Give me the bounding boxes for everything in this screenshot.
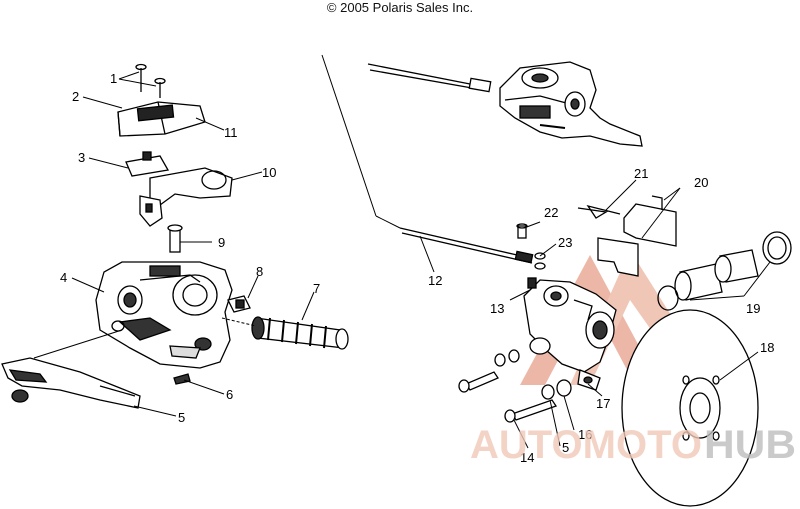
- part-14-bolts: [458, 349, 558, 423]
- part-22-bleeder: [516, 223, 528, 239]
- callout-8: 8: [256, 264, 263, 279]
- leader-lines: [33, 71, 771, 449]
- watermark-text-hub: HUB: [704, 423, 796, 467]
- handlebar-master-cylinder-assy: [499, 61, 643, 147]
- callout-12: 12: [428, 273, 442, 288]
- part-2-reservoir-cap: [117, 101, 206, 137]
- callout-13: 13: [490, 301, 504, 316]
- callout-5: 5: [178, 410, 185, 425]
- callout-3: 3: [78, 150, 85, 165]
- part-13-caliper: [523, 277, 617, 373]
- callout-1: 1: [110, 71, 117, 86]
- callout-6: 6: [226, 387, 233, 402]
- part-17-mount-bracket: [577, 369, 601, 391]
- part-8-clip: [227, 295, 251, 313]
- part-23-washers: [534, 252, 546, 270]
- part-3-diaphragm: [125, 151, 170, 177]
- watermark-text: AUTOMOTO HUB: [470, 423, 796, 467]
- callout-18: 18: [760, 340, 774, 355]
- part-10-bracket: [139, 167, 233, 227]
- part-5-lever: [1, 357, 141, 409]
- part-18-brake-disc: [621, 309, 759, 507]
- callout-17: 17: [596, 396, 610, 411]
- part-20-brake-pads: [597, 195, 677, 277]
- part-12-brake-line: [367, 63, 534, 264]
- callout-19: 19: [746, 301, 760, 316]
- copyright-notice: © 2005 Polaris Sales Inc.: [326, 0, 474, 15]
- part-19-pistons: [657, 231, 792, 311]
- callout-22: 22: [544, 205, 558, 220]
- callout-4: 4: [60, 270, 67, 285]
- callout-2: 2: [72, 89, 79, 104]
- callout-23: 23: [558, 235, 572, 250]
- callout-11: 11: [224, 125, 238, 140]
- callout-20: 20: [694, 175, 708, 190]
- callout-9: 9: [218, 235, 225, 250]
- callout-21: 21: [634, 166, 648, 181]
- callout-7: 7: [313, 281, 320, 296]
- part-9-pin: [167, 224, 183, 253]
- watermark-text-automoto: AUTOMOTO: [470, 423, 702, 467]
- callout-10: 10: [262, 165, 276, 180]
- part-7-grip: [251, 316, 349, 350]
- part-21-spring: [577, 204, 621, 219]
- part-6-pin: [173, 373, 191, 385]
- callout-16: 16: [578, 427, 592, 442]
- part-4-master-cylinder: [95, 261, 233, 369]
- callout-14: 14: [520, 450, 534, 465]
- callout-5b: 5: [562, 440, 569, 455]
- part-1-screws: [135, 63, 166, 98]
- part-16-washers: [541, 379, 572, 400]
